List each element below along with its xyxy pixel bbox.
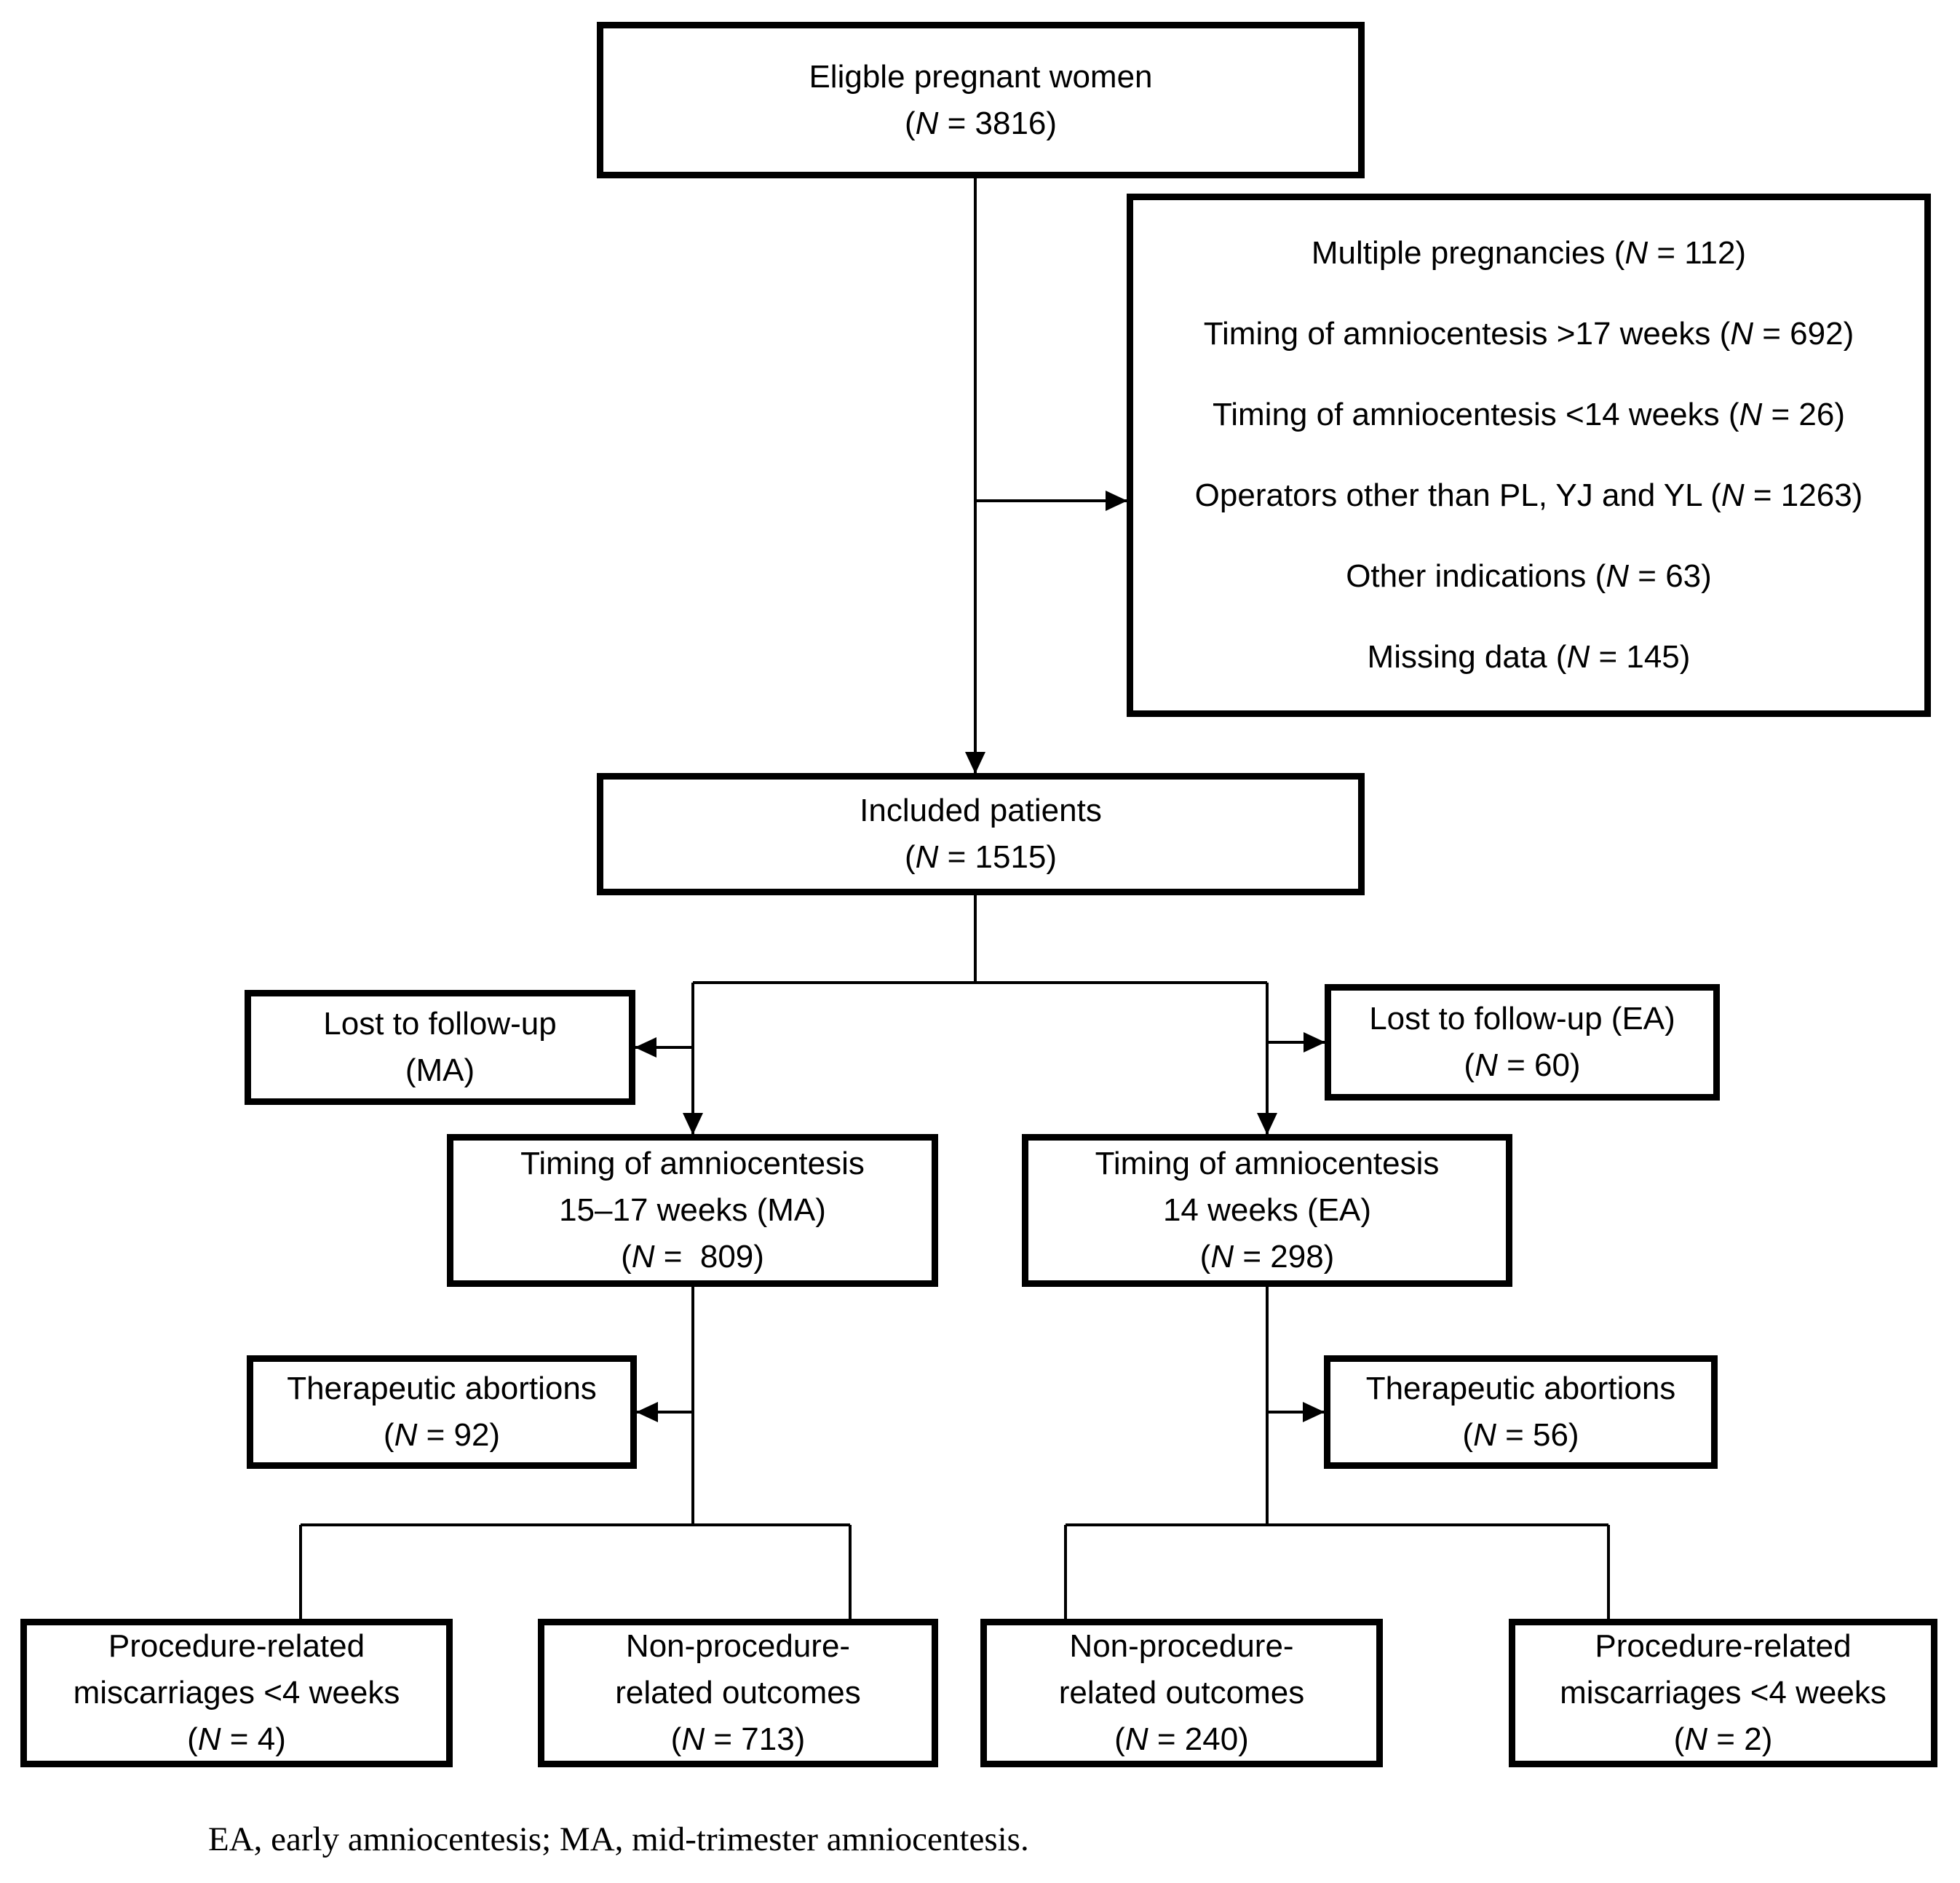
box-line: Non-procedure- bbox=[1069, 1628, 1294, 1664]
box-non-procedure-outcomes-ea: Non-procedure-related outcomes (N = 240) bbox=[980, 1619, 1383, 1767]
box-timing-ea: Timing of amniocentesis 14 weeks (EA) (N =… bbox=[1022, 1134, 1512, 1287]
box-line: Timing of amniocentesis >17 weeks (N = 6… bbox=[1203, 316, 1854, 352]
box-therapeutic-abortions-ea: Therapeutic abortions (N = 56) bbox=[1324, 1355, 1718, 1469]
box-line: Timing of amniocentesis bbox=[1095, 1146, 1440, 1181]
box-line: (N = 240) bbox=[1114, 1721, 1249, 1757]
box-line: Lost to follow-up bbox=[323, 1006, 557, 1042]
box-line: (N = 713) bbox=[670, 1721, 806, 1757]
box-line: (N = 809) bbox=[621, 1239, 764, 1275]
box-line: Timing of amniocentesis <14 weeks (N = 2… bbox=[1213, 397, 1845, 433]
box-line: (N = 92) bbox=[383, 1417, 501, 1453]
box-line: (N = 4) bbox=[187, 1721, 286, 1757]
box-lost-to-follow-up-ma: Lost to follow-up (MA) bbox=[245, 990, 635, 1105]
box-line: (N = 56) bbox=[1462, 1417, 1579, 1453]
box-line: 14 weeks (EA) bbox=[1162, 1192, 1372, 1228]
box-procedure-miscarriages-ma: Procedure-related miscarriages <4 weeks (N… bbox=[20, 1619, 453, 1767]
box-exclusion-reasons: Multiple pregnancies (N = 112) Timing of … bbox=[1127, 194, 1931, 717]
box-line: Included patients bbox=[860, 793, 1102, 828]
box-line: (N = 2) bbox=[1673, 1721, 1773, 1757]
box-line: related outcomes bbox=[1058, 1675, 1305, 1710]
box-line: Procedure-related bbox=[1595, 1628, 1852, 1664]
box-line: Other indications (N = 63) bbox=[1346, 558, 1712, 594]
box-timing-ma: Timing of amniocentesis 15–17 weeks (MA) (… bbox=[447, 1134, 938, 1287]
box-included-patients: Included patients (N = 1515) bbox=[597, 773, 1365, 895]
box-line: miscarriages <4 weeks bbox=[73, 1675, 400, 1710]
box-therapeutic-abortions-ma: Therapeutic abortions (N = 92) bbox=[247, 1355, 637, 1469]
box-line: (N = 3816) bbox=[904, 105, 1058, 141]
box-line: miscarriages <4 weeks bbox=[1560, 1675, 1886, 1710]
box-line: Therapeutic abortions bbox=[1365, 1371, 1676, 1406]
box-line: Lost to follow-up (EA) bbox=[1369, 1001, 1675, 1036]
box-line: Eligble pregnant women bbox=[809, 58, 1153, 95]
box-lost-to-follow-up-ea: Lost to follow-up (EA) (N = 60) bbox=[1325, 984, 1720, 1101]
box-line: Therapeutic abortions bbox=[287, 1371, 597, 1406]
box-non-procedure-outcomes-ma: Non-procedure-related outcomes (N = 713) bbox=[538, 1619, 938, 1767]
box-line: Missing data (N = 145) bbox=[1367, 638, 1691, 675]
box-line: Timing of amniocentesis bbox=[520, 1146, 865, 1181]
box-line: (MA) bbox=[405, 1053, 475, 1088]
box-line: Procedure-related bbox=[108, 1628, 365, 1664]
box-line: 15–17 weeks (MA) bbox=[559, 1192, 826, 1228]
box-line: related outcomes bbox=[615, 1675, 861, 1710]
box-eligible-pregnant-women: Eligble pregnant women (N = 3816) bbox=[597, 22, 1365, 178]
box-line: (N = 1515) bbox=[904, 839, 1058, 875]
box-line: (N = 298) bbox=[1199, 1239, 1335, 1275]
footnote-abbreviations: EA, early amniocentesis; MA, mid-trimest… bbox=[208, 1820, 1029, 1858]
box-line: Non-procedure- bbox=[625, 1628, 851, 1664]
box-line: (N = 60) bbox=[1464, 1047, 1581, 1083]
box-procedure-miscarriages-ea: Procedure-related miscarriages <4 weeks (N… bbox=[1509, 1619, 1937, 1767]
box-line: Multiple pregnancies (N = 112) bbox=[1311, 235, 1747, 271]
box-line: Operators other than PL, YJ and YL (N = … bbox=[1194, 477, 1863, 513]
